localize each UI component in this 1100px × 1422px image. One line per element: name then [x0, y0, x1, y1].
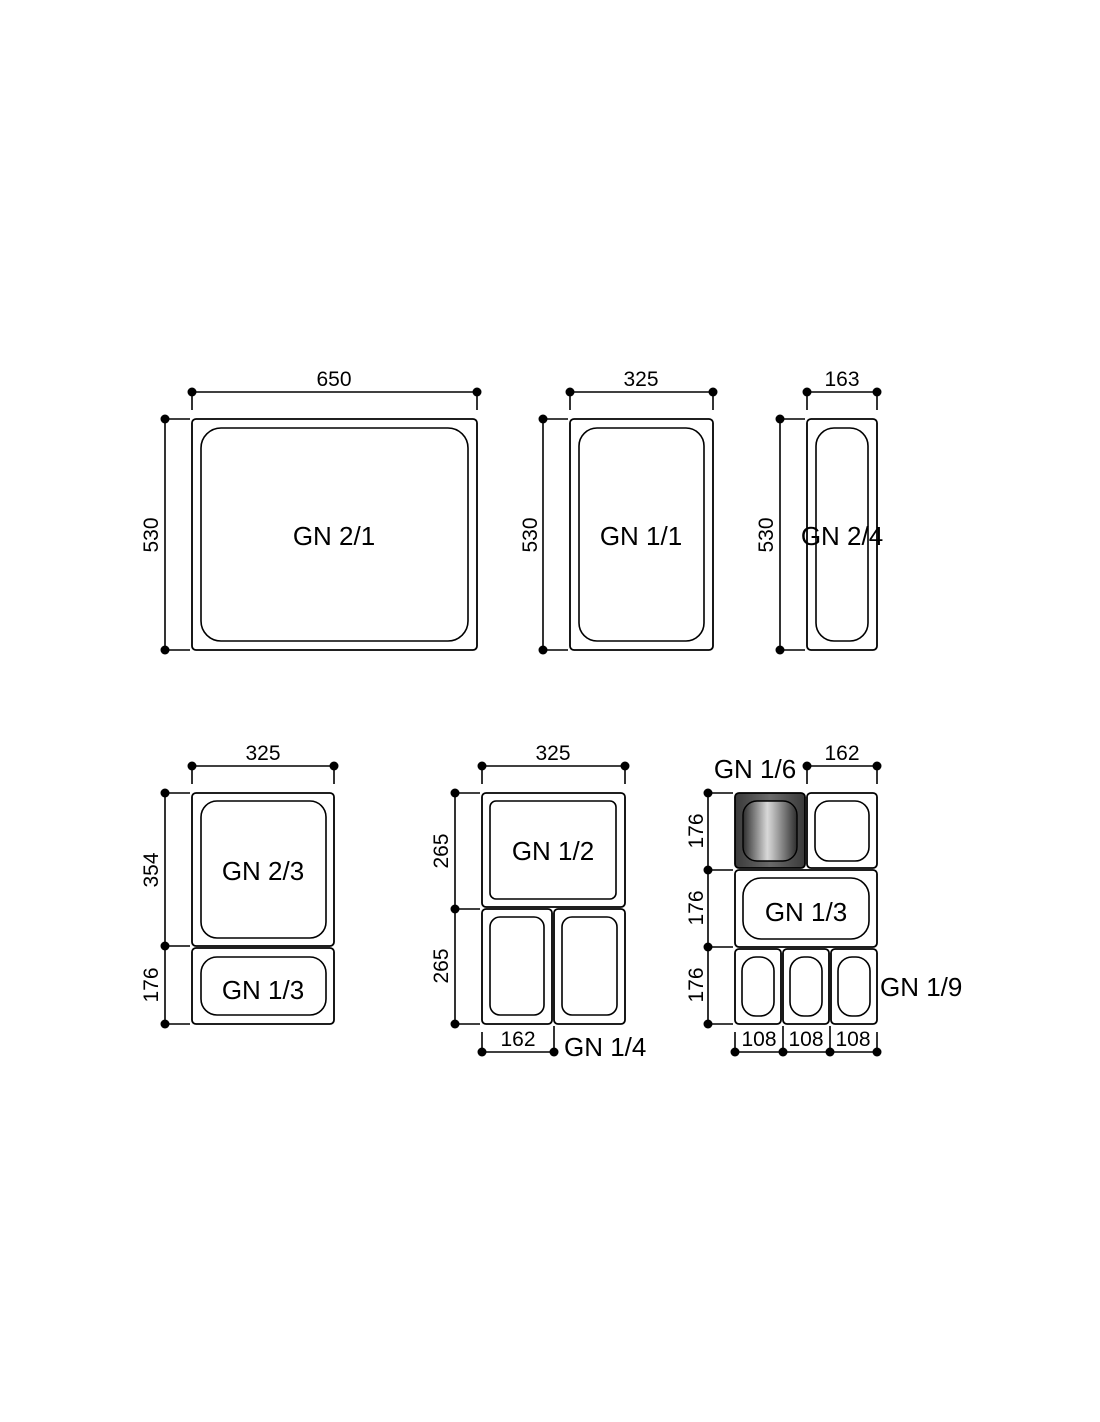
- gn-1-3b-pan: [734, 869, 878, 948]
- gn-1-4-height-label: 265: [430, 948, 453, 983]
- gn-1-3-label: GN 1/3: [222, 975, 304, 1005]
- gn-1-4-well-left: [489, 916, 545, 1016]
- gn-1-6-group: GN 1/6 162 176 176 176 GN 1/3: [685, 742, 962, 1057]
- gn-1-2-pan: [481, 792, 626, 908]
- gn-1-6-height-label: 176: [685, 813, 708, 848]
- gn-1-3b-label: GN 1/3: [765, 897, 847, 927]
- gn-1-9-well-3: [837, 956, 871, 1017]
- gn-1-6-pan: [806, 792, 878, 869]
- gn-2-3-label: GN 2/3: [222, 856, 304, 886]
- gn-1-4-width-label: 162: [500, 1028, 535, 1051]
- gn-1-4-pan-right: [553, 908, 626, 1025]
- gn-1-9-pan-3: [830, 948, 878, 1025]
- gn-2-4-group: 163 530 GN 2/4: [755, 368, 883, 655]
- gn-1-2-well: [489, 800, 617, 900]
- gn-1-2-height-label: 265: [430, 833, 453, 868]
- gn-1-9-width-label-1: 108: [741, 1028, 776, 1051]
- gn-1-9-pan-2: [782, 948, 830, 1025]
- gn-1-2-width-label: 325: [535, 742, 570, 765]
- gn-1-3b-well: [742, 877, 870, 940]
- gn-1-1-group: 325 530 GN 1/1: [519, 368, 718, 655]
- gn-1-9-width-label-2: 108: [788, 1028, 823, 1051]
- gn-2-4-width-label: 163: [824, 368, 859, 391]
- gn-2-1-well: [200, 427, 469, 642]
- gn-2-4-height-label: 530: [755, 517, 778, 552]
- gn-1-6-well: [814, 800, 870, 862]
- gn-1-6-well-highlighted: [742, 800, 798, 862]
- gn-2-3-height-label: 354: [140, 852, 163, 887]
- gn-1-1-label: GN 1/1: [600, 521, 682, 551]
- gn-1-4-pan-left: [481, 908, 553, 1025]
- gn-2-1-label: GN 2/1: [293, 521, 375, 551]
- gn-1-3b-height-label: 176: [685, 890, 708, 925]
- gn-1-9-height-label: 176: [685, 967, 708, 1002]
- gn-1-2-label: GN 1/2: [512, 836, 594, 866]
- gn-1-9-well-2: [789, 956, 823, 1017]
- gn-2-4-pan: [806, 418, 878, 651]
- gn-1-9-label: GN 1/9: [880, 972, 962, 1002]
- gn-2-3-group: 325 354 176 GN 2/3 GN 1/3: [140, 742, 339, 1029]
- gn-2-1-height-label: 530: [140, 517, 163, 552]
- gn-1-6-label: GN 1/6: [714, 754, 796, 784]
- gn-1-9-width-label-3: 108: [835, 1028, 870, 1051]
- gn-2-3-pan: [191, 792, 335, 947]
- gn-1-9-well-1: [741, 956, 775, 1017]
- gn-2-4-label: GN 2/4: [801, 521, 883, 551]
- gn-2-1-width-label: 650: [316, 368, 351, 391]
- gn-1-1-height-label: 530: [519, 517, 542, 552]
- gn-1-2-group: 325 265 265 GN 1/2 162 GN 1/4: [430, 742, 646, 1062]
- gn-1-1-width-label: 325: [623, 368, 658, 391]
- gn-2-4-well: [815, 427, 869, 642]
- gn-1-4-label: GN 1/4: [564, 1032, 646, 1062]
- gn-1-9-pan-1: [734, 948, 782, 1025]
- gn-2-3-width-label: 325: [245, 742, 280, 765]
- gn-2-1-pan: [191, 418, 478, 651]
- gn-2-1-group: 650 530 GN 2/1: [140, 368, 482, 655]
- gn-1-3-pan: [191, 947, 335, 1025]
- gn-1-4-well-right: [561, 916, 618, 1016]
- gn-2-3-well: [200, 800, 327, 939]
- gn-1-3-height-label: 176: [140, 967, 163, 1002]
- gn-1-6-width-label: 162: [824, 742, 859, 765]
- gn-1-1-well: [578, 427, 705, 642]
- gn-1-3-well: [200, 956, 327, 1016]
- gn-1-1-pan: [569, 418, 714, 651]
